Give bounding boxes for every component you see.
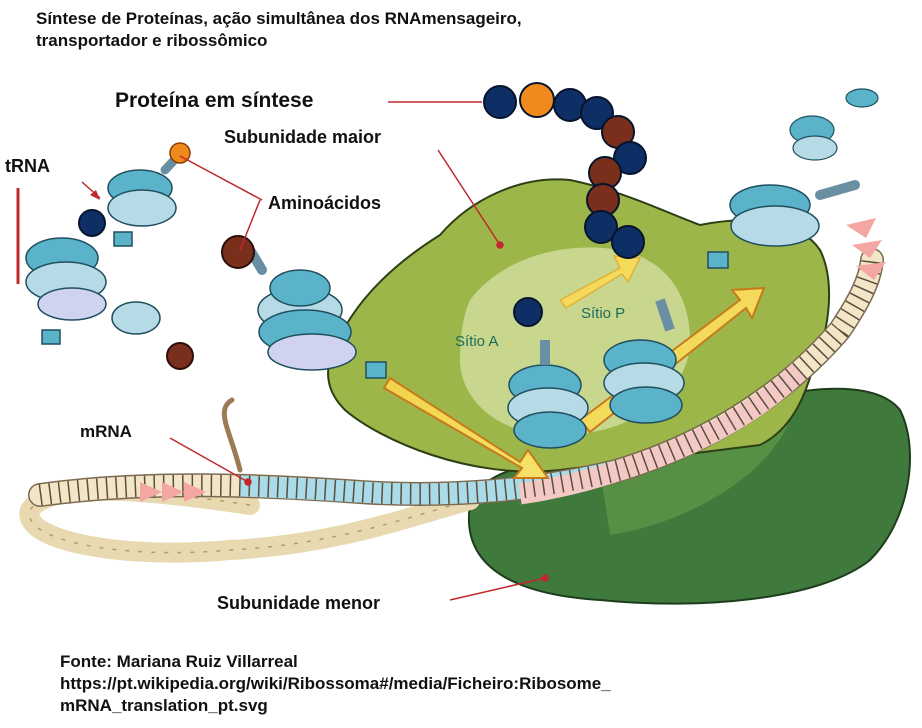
label-small-subunit: Subunidade menor [217, 593, 380, 614]
source-line-1: Fonte: Mariana Ruiz Villarreal [60, 651, 611, 673]
label-site-a: Sítio A [455, 333, 498, 350]
amino-acid-on-trna [222, 236, 254, 268]
label-amino-acids: Aminoácidos [268, 193, 381, 214]
source-line-2: https://pt.wikipedia.org/wiki/Ribossoma#… [60, 673, 611, 695]
source-credit: Fonte: Mariana Ruiz Villarreal https://p… [60, 651, 611, 717]
amino-acid-dark-blue [79, 210, 105, 236]
label-site-p: Sítio P [581, 305, 625, 322]
source-line-3: mRNA_translation_pt.svg [60, 695, 611, 717]
amino-acid-brown [167, 343, 193, 369]
label-mrna: mRNA [80, 422, 132, 442]
label-trna: tRNA [5, 156, 50, 177]
amino-acid-site-a [514, 298, 542, 326]
trna-free-left [26, 156, 178, 344]
label-large-subunit: Subunidade maior [224, 127, 381, 148]
trna-released [790, 89, 878, 160]
label-protein-in-synthesis: Proteína em síntese [115, 89, 313, 113]
